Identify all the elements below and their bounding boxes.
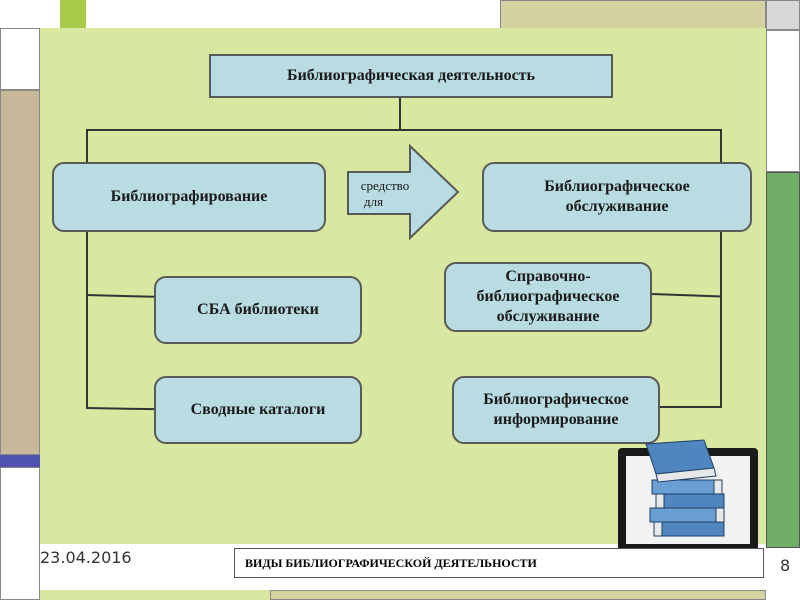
deco-left-bottom-white [0, 467, 40, 600]
deco-right-white [766, 30, 800, 172]
left-drop [86, 129, 88, 165]
deco-right-top-gray [766, 0, 800, 30]
node-union-catalogs: Сводные каталоги [154, 376, 362, 444]
node-bibliographic-informing: Библиографическое информирование [452, 376, 660, 444]
deco-top-left-green [60, 0, 86, 28]
node-sba: СБА библиотеки [154, 276, 362, 344]
left-branch-1 [85, 294, 155, 298]
right-trunk [720, 232, 722, 408]
footer-title: ВИДЫ БИБЛИОГРАФИЧЕСКОЙ ДЕЯТЕЛЬНОСТИ [234, 548, 764, 578]
node-reference-service: Справочно-библиографическое обслуживание [444, 262, 652, 332]
page-number: 8 [780, 556, 791, 575]
right-branch-2 [660, 406, 722, 408]
arrow-label: средство для [350, 178, 420, 211]
deco-right-green [766, 172, 800, 548]
node-bibliographic-service: Библиографическое обслуживание [482, 162, 752, 232]
arrow-right-icon [347, 144, 460, 240]
deco-left-top-white [0, 28, 40, 90]
footer-date: 23.04.2016 [40, 548, 132, 567]
deco-left-purple-strip [0, 455, 40, 467]
left-trunk [86, 232, 88, 408]
arrow-label-line2: для [364, 194, 384, 210]
right-drop [720, 129, 722, 165]
root-stem [399, 98, 401, 130]
right-branch-1 [651, 293, 722, 298]
deco-bottom-tan [270, 590, 766, 600]
footer-title-text: ВИДЫ БИБЛИОГРАФИЧЕСКОЙ ДЕЯТЕЛЬНОСТИ [245, 555, 537, 570]
top-bar [86, 129, 722, 131]
node-root: Библиографическая деятельность [209, 54, 613, 98]
left-branch-2 [85, 407, 155, 411]
deco-left-tan [0, 90, 40, 455]
arrow-label-line1: средство [360, 178, 410, 193]
node-bibliographing: Библиографирование [52, 162, 326, 232]
